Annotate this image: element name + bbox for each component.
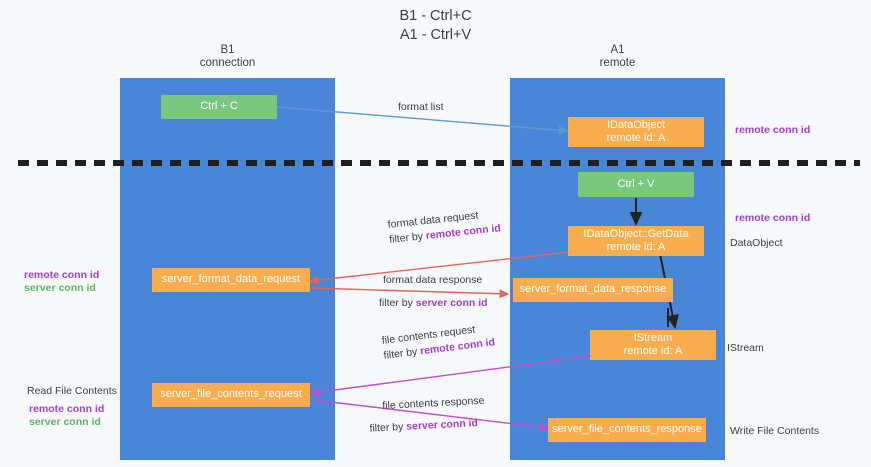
edge-label-format-data-response-filter: filter by server conn id — [379, 296, 488, 311]
annotation-right-remote-conn-id-mid: remote conn id — [735, 212, 811, 224]
edge-label-format-data-response: format data response — [383, 274, 483, 286]
filter-key-server-conn-id: server conn id — [415, 296, 488, 309]
lane-header-a1: A1 remote — [599, 44, 636, 69]
node-getdata[interactable]: IDataObject::GetData remote id: A — [568, 226, 704, 256]
node-server-file-contents-request[interactable]: server_file_contents_request — [152, 383, 310, 407]
node-ctrl-c[interactable]: Ctrl + C — [161, 95, 277, 119]
node-idataobject[interactable]: IDataObject remote id: A — [568, 117, 704, 147]
annotation-left-server-conn-id-bottom: server conn id — [29, 416, 101, 428]
filter-prefix: filter by — [369, 420, 407, 435]
filter-prefix: filter by — [379, 296, 416, 309]
annotation-left-server-conn-id-mid: server conn id — [24, 282, 96, 294]
node-server-file-contents-response[interactable]: server_file_contents_response — [548, 418, 706, 442]
node-istream[interactable]: IStream remote id: A — [590, 330, 716, 360]
node-server-format-data-response[interactable]: server_format_data_response — [513, 278, 673, 302]
edge-label-file-contents-request-group: file contents request filter by remote c… — [381, 320, 496, 362]
lane-header-b1: B1 connection — [199, 44, 256, 69]
filter-prefix: filter by — [388, 229, 427, 246]
filter-prefix: filter by — [382, 344, 421, 362]
annotation-left-remote-conn-id-mid: remote conn id — [24, 269, 100, 281]
annotation-right-istream: IStream — [727, 342, 764, 354]
edge-label-file-contents-response: file contents response — [382, 394, 485, 412]
node-server-format-data-request[interactable]: server_format_data_request — [152, 268, 310, 292]
annotation-left-remote-conn-id-bottom: remote conn id — [29, 403, 105, 415]
annotation-left-read-file-contents: Read File Contents — [27, 385, 117, 397]
edge-label-format-list: format list — [398, 101, 444, 113]
edge-label-file-contents-response-group: file contents response filter by server … — [369, 393, 492, 435]
annotation-right-dataobject: DataObject — [730, 237, 783, 249]
edge-label-file-contents-response-filter: filter by server conn id — [369, 416, 478, 436]
annotation-right-write-file-contents: Write File Contents — [730, 425, 820, 437]
edge-label-format-data-request-group: format data request filter by remote con… — [387, 206, 501, 247]
edge-label-format-data-response-group: format data response filter by server co… — [379, 273, 492, 309]
filter-key-server-conn-id: server conn id — [405, 416, 479, 433]
node-ctrl-v[interactable]: Ctrl + V — [578, 172, 694, 197]
annotation-right-remote-conn-id-top: remote conn id — [735, 124, 811, 136]
page-title: B1 - Ctrl+C A1 - Ctrl+V — [399, 8, 472, 43]
